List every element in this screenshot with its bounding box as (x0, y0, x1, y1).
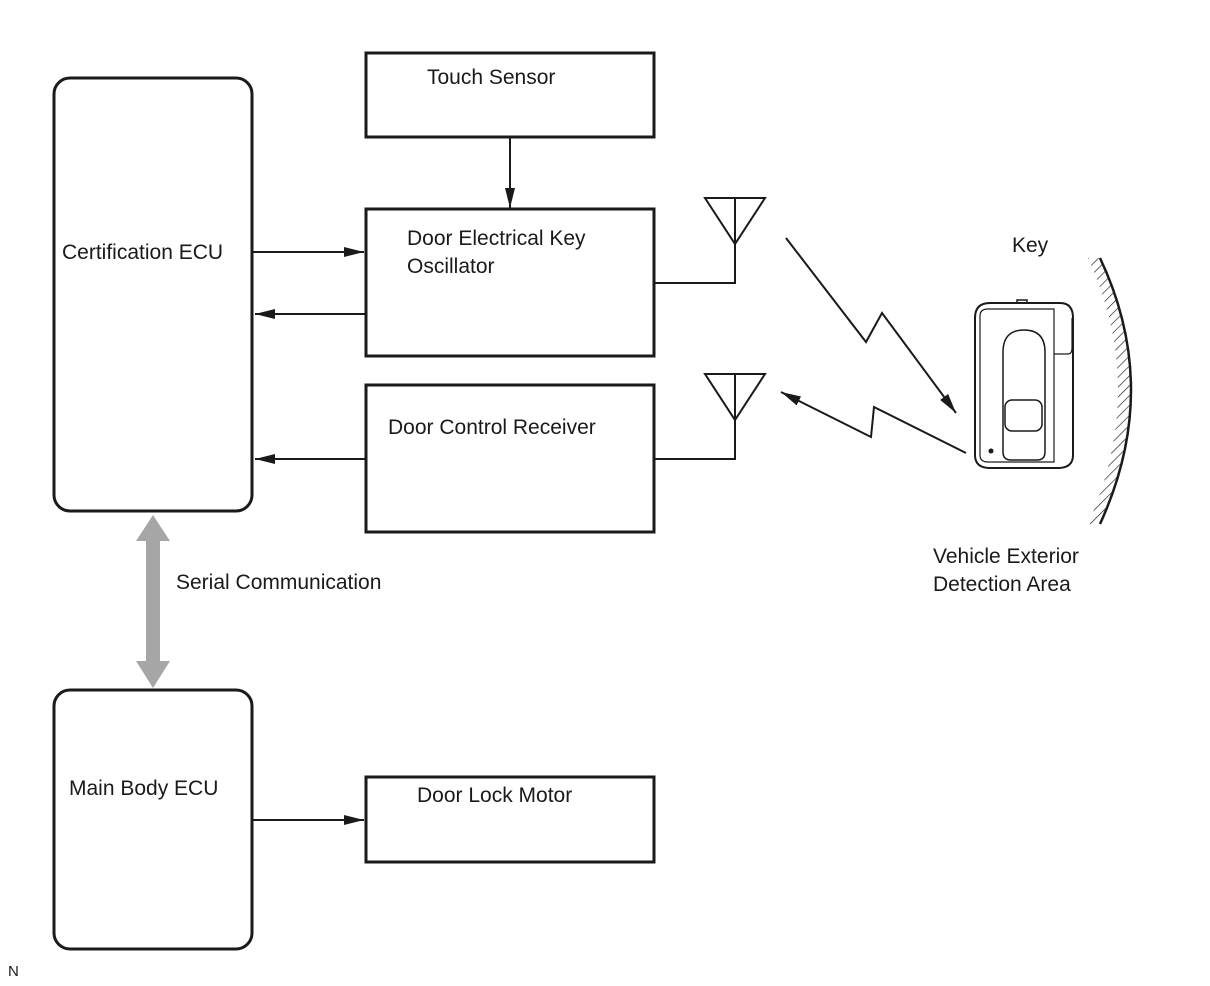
main-body-ecu-box (52, 688, 254, 951)
signal-to-receiver-arrow (780, 391, 967, 454)
oscillator-antenna-wire (654, 244, 736, 284)
receiver-label: Door Control Receiver (388, 416, 596, 439)
door-lock-motor-label: Door Lock Motor (417, 784, 572, 807)
receiver-box (364, 383, 656, 534)
certification-ecu-box (52, 76, 254, 513)
oscillator-label-line1: Door Electrical Key (407, 227, 586, 250)
signal-to-key-arrow (785, 237, 957, 414)
detection-area-label-line2: Detection Area (933, 573, 1071, 596)
corner-mark: N (8, 963, 19, 980)
door-lock-motor-box (364, 775, 656, 864)
detection-area-label-line1: Vehicle Exterior (933, 545, 1079, 568)
oscillator-antenna-icon (703, 197, 767, 246)
detection-area-boundary (1088, 257, 1133, 525)
receiver-antenna-icon (703, 373, 767, 422)
main-body-ecu-label: Main Body ECU (69, 777, 218, 800)
oscillator-label-line2: Oscillator (407, 255, 495, 278)
touch-sensor-label: Touch Sensor (427, 66, 555, 89)
serial-communication-arrow (136, 515, 170, 688)
key-label: Key (1012, 234, 1049, 257)
receiver-antenna-wire (654, 420, 736, 460)
touch-sensor-box (364, 51, 656, 139)
key-fob-icon (974, 299, 1074, 469)
certification-ecu-label: Certification ECU (62, 241, 223, 264)
serial-communication-label: Serial Communication (176, 571, 381, 594)
oscillator-box (364, 207, 656, 358)
